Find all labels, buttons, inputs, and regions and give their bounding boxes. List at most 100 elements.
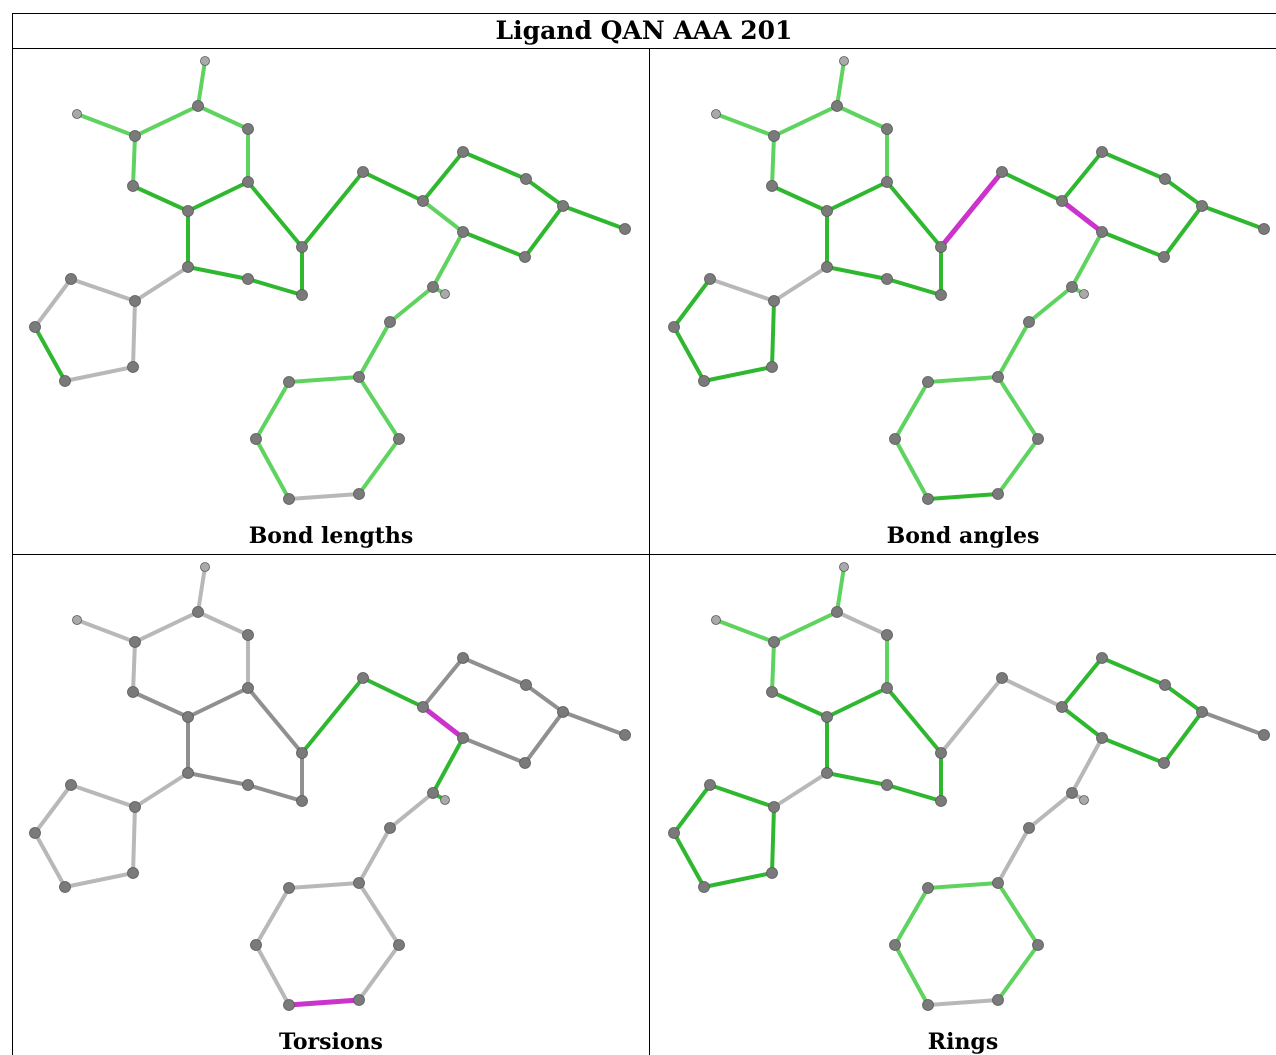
bond	[186, 265, 250, 281]
bond	[431, 230, 465, 289]
atom	[457, 652, 469, 664]
bond	[357, 320, 392, 379]
atom	[296, 795, 308, 807]
bond	[1070, 230, 1104, 289]
atom	[619, 223, 631, 235]
bond	[772, 771, 829, 809]
bond	[1100, 736, 1166, 765]
atom	[768, 636, 780, 648]
atom	[557, 200, 569, 212]
bond	[996, 375, 1040, 441]
bond	[1200, 710, 1266, 737]
atom	[129, 130, 141, 142]
bond	[1163, 177, 1204, 208]
bond	[388, 791, 435, 830]
bond	[461, 230, 527, 259]
atom	[127, 686, 139, 698]
bond	[996, 943, 1040, 1002]
atom	[192, 100, 204, 112]
bond	[1027, 285, 1074, 324]
bond	[770, 640, 776, 694]
bond	[33, 277, 73, 329]
atom	[129, 801, 141, 813]
atom	[384, 822, 396, 834]
atom	[766, 686, 778, 698]
bond	[196, 610, 250, 637]
atom	[353, 488, 365, 500]
bond	[196, 59, 207, 108]
atom	[1056, 701, 1068, 713]
atom	[996, 672, 1008, 684]
bond	[893, 886, 930, 947]
bond	[772, 610, 839, 644]
bond	[287, 375, 361, 384]
bond	[672, 277, 712, 329]
bond	[825, 265, 889, 281]
atom	[768, 801, 780, 813]
atom	[296, 289, 308, 301]
atom	[200, 56, 210, 66]
atom	[1096, 146, 1108, 158]
atom	[283, 493, 295, 505]
atom	[200, 562, 210, 572]
bond	[357, 437, 401, 496]
atom	[711, 615, 721, 625]
bond	[1162, 710, 1204, 765]
atom	[889, 433, 901, 445]
atom	[250, 939, 262, 951]
atom	[1096, 732, 1108, 744]
bond	[69, 277, 137, 303]
atom	[1159, 679, 1171, 691]
bond	[133, 610, 200, 644]
bond	[835, 59, 846, 108]
atom	[698, 881, 710, 893]
atom	[296, 747, 308, 759]
atom	[283, 376, 295, 388]
bond	[1100, 230, 1166, 259]
atom	[127, 867, 139, 879]
atom	[192, 606, 204, 618]
bond	[1027, 791, 1074, 830]
caption-torsions: Torsions	[279, 1029, 383, 1055]
atom	[889, 939, 901, 951]
molecule-rings	[668, 562, 1270, 1011]
atom	[520, 173, 532, 185]
atom	[127, 361, 139, 373]
atom	[1158, 757, 1170, 769]
atom	[881, 123, 893, 135]
atom	[922, 999, 934, 1011]
bond	[75, 618, 137, 644]
bond	[133, 771, 190, 809]
atom	[881, 176, 893, 188]
bond	[357, 881, 401, 947]
caption-rings: Rings	[927, 1029, 999, 1055]
bond	[131, 184, 190, 213]
bond	[926, 375, 1000, 384]
atom	[182, 205, 194, 217]
bond	[421, 150, 465, 203]
bond	[772, 265, 829, 303]
bond	[772, 104, 839, 138]
bond	[714, 112, 776, 138]
bond	[1100, 150, 1167, 181]
atom	[242, 629, 254, 641]
bond	[131, 299, 137, 369]
atom	[519, 251, 531, 263]
bond	[246, 783, 304, 803]
atom	[881, 629, 893, 641]
atom	[440, 289, 450, 299]
bond	[300, 676, 365, 755]
bond	[885, 277, 943, 297]
atom	[65, 273, 77, 285]
atom	[296, 241, 308, 253]
molecule-bond-lengths	[29, 56, 631, 505]
atom	[1096, 652, 1108, 664]
atom	[250, 433, 262, 445]
bond	[388, 285, 435, 324]
bond	[33, 325, 67, 383]
atom	[1096, 226, 1108, 238]
bond	[714, 618, 776, 644]
bond	[186, 180, 250, 213]
atom	[519, 757, 531, 769]
bond	[835, 610, 889, 637]
